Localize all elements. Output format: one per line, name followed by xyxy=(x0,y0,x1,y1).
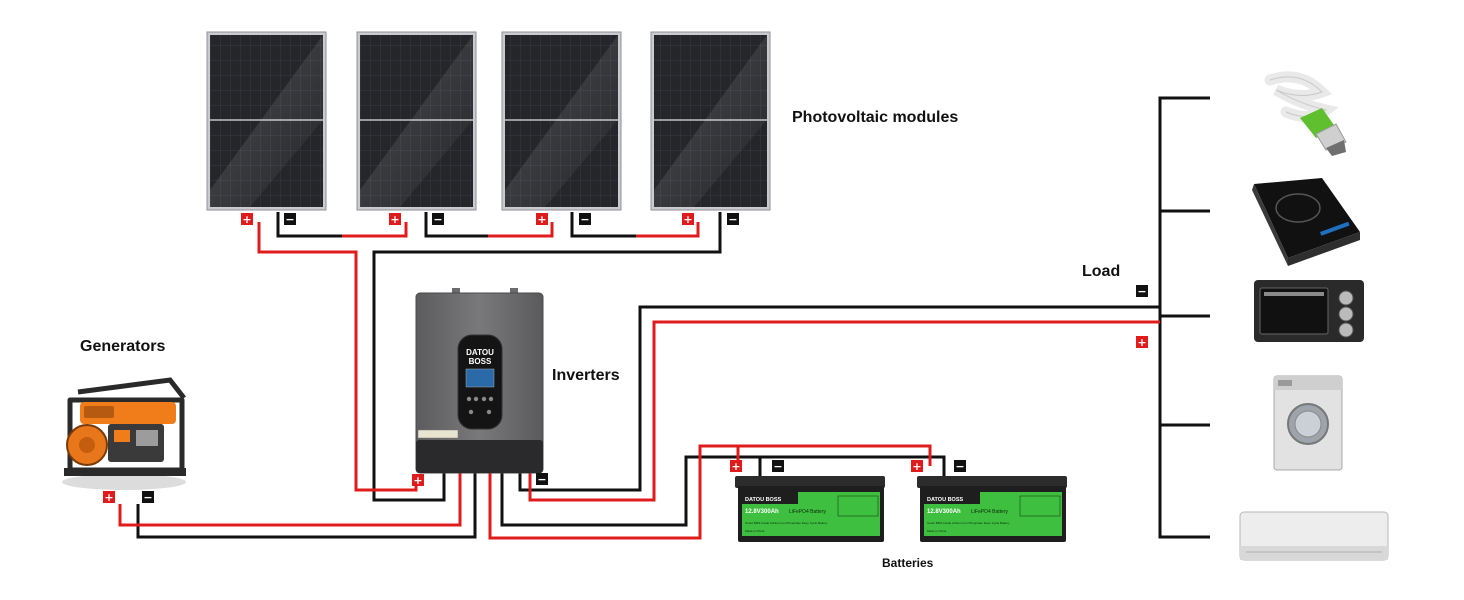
battery-1-model: 12.8V300Ah xyxy=(745,509,779,515)
battery-1-brand: DATOU BOSS xyxy=(745,497,781,503)
positive-terminal-icon: + xyxy=(1136,336,1148,349)
battery-series-pos-wire xyxy=(738,444,932,466)
positive-terminal-symbol: + xyxy=(912,460,921,473)
battery-2-description: Smart BMS Inside Lithium Iron Phosphate … xyxy=(927,521,1010,525)
pv-module-3 xyxy=(501,31,622,211)
negative-terminal-icon: − xyxy=(284,213,296,226)
negative-terminal-icon: − xyxy=(727,213,739,226)
load-neg-wire xyxy=(518,305,1160,492)
battery-1-chemistry: LiFePO4 Battery xyxy=(789,509,826,515)
pv-module-1 xyxy=(206,31,327,211)
negative-terminal-symbol: − xyxy=(728,213,737,226)
negative-terminal-icon: − xyxy=(579,213,591,226)
generator xyxy=(62,377,186,490)
negative-terminal-symbol: − xyxy=(955,460,964,473)
pv1-neg-to-pv2-pos-wire xyxy=(276,212,342,238)
positive-terminal-symbol: + xyxy=(242,213,251,226)
terminal-markers: + − + − + − + − − + + − + − + − + − xyxy=(103,213,1148,504)
inverter-brand-line2: BOSS xyxy=(469,357,492,366)
pv-string-neg-to-inverter-wire xyxy=(372,212,722,502)
generator-pos-wire xyxy=(118,472,462,527)
positive-terminal-symbol: + xyxy=(104,491,113,504)
negative-terminal-symbol: − xyxy=(433,213,442,226)
positive-wires xyxy=(118,222,1160,540)
negative-wires xyxy=(136,96,1210,539)
negative-terminal-icon: − xyxy=(536,473,548,486)
positive-terminal-symbol: + xyxy=(413,474,422,487)
inverter-lcd xyxy=(465,368,495,388)
batteries-label: Batteries xyxy=(882,556,934,570)
pv-module-4 xyxy=(650,31,771,211)
battery-1-origin: Made in China xyxy=(745,529,765,533)
positive-terminal-symbol: + xyxy=(537,213,546,226)
inverters-label: Inverters xyxy=(552,367,620,384)
inverter-buttons xyxy=(466,396,494,415)
negative-terminal-icon: − xyxy=(772,460,784,473)
load-pos-wire xyxy=(528,320,1160,502)
photovoltaic-modules xyxy=(206,31,771,211)
pv-modules-label: Photovoltaic modules xyxy=(792,109,959,126)
positive-terminal-symbol: + xyxy=(1137,336,1146,349)
induction-cooker-icon xyxy=(1252,178,1360,266)
negative-terminal-symbol: − xyxy=(580,213,589,226)
battery-1: DATOU BOSS 12.8V300Ah LiFePO4 Battery Sm… xyxy=(735,476,885,542)
positive-terminal-symbol: + xyxy=(731,460,740,473)
load-label: Load xyxy=(1082,263,1121,280)
positive-terminal-icon: + xyxy=(103,491,115,504)
pv2-pos-wire xyxy=(342,222,408,238)
battery-2-chemistry: LiFePO4 Battery xyxy=(971,509,1008,515)
positive-terminal-symbol: + xyxy=(683,213,692,226)
generators-label: Generators xyxy=(80,338,166,355)
inverter-brand-line1: DATOU xyxy=(466,348,494,357)
negative-terminal-icon: − xyxy=(142,491,154,504)
battery-2: DATOU BOSS 12.8V300Ah LiFePO4 Battery Sm… xyxy=(917,476,1067,542)
pv2-neg-to-pv3-pos-wire xyxy=(424,212,488,238)
pv3-pos-wire xyxy=(488,222,554,238)
positive-terminal-icon: + xyxy=(241,213,253,226)
negative-terminal-icon: − xyxy=(1136,285,1148,298)
negative-terminal-icon: − xyxy=(954,460,966,473)
negative-terminal-symbol: − xyxy=(143,491,152,504)
pv4-pos-wire xyxy=(636,222,700,238)
negative-terminal-symbol: − xyxy=(1137,285,1146,298)
inverter: DATOU BOSS xyxy=(415,288,544,474)
pv-module-2 xyxy=(356,31,477,211)
battery-neg-to-inverter-wire xyxy=(500,455,762,527)
positive-terminal-icon: + xyxy=(682,213,694,226)
negative-terminal-icon: − xyxy=(432,213,444,226)
positive-terminal-icon: + xyxy=(389,213,401,226)
oven-icon xyxy=(1254,280,1364,342)
battery-2-origin: Made in China xyxy=(927,529,947,533)
spiral-bulb-icon xyxy=(1264,71,1347,156)
battery-series-neg-wire xyxy=(760,455,946,476)
negative-terminal-symbol: − xyxy=(773,460,782,473)
battery-pos-to-inverter-wire xyxy=(488,444,740,540)
positive-terminal-symbol: + xyxy=(390,213,399,226)
battery-2-brand: DATOU BOSS xyxy=(927,497,963,503)
battery-1-description: Smart BMS Inside Lithium Iron Phosphate … xyxy=(745,521,828,525)
positive-terminal-icon: + xyxy=(730,460,742,473)
negative-terminal-symbol: − xyxy=(537,473,546,486)
pv3-neg-to-pv4-pos-wire xyxy=(570,212,636,238)
battery-2-model: 12.8V300Ah xyxy=(927,509,961,515)
washing-machine-icon xyxy=(1273,375,1343,471)
negative-terminal-symbol: − xyxy=(285,213,294,226)
positive-terminal-icon: + xyxy=(412,474,424,487)
generator-neg-wire xyxy=(136,472,477,539)
positive-terminal-icon: + xyxy=(536,213,548,226)
pv-string-pos-to-inverter-wire xyxy=(257,222,418,492)
air-conditioner-icon xyxy=(1239,511,1389,561)
positive-terminal-icon: + xyxy=(911,460,923,473)
